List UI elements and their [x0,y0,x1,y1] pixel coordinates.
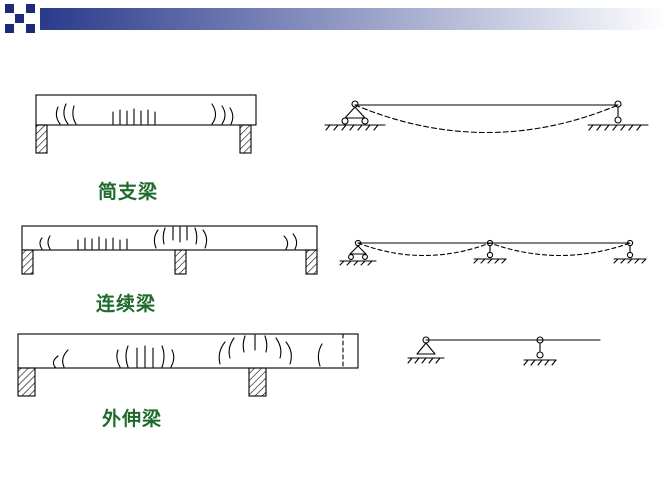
header-gradient-band [40,8,667,30]
continuous-beam-support-middle [174,249,187,275]
continuous-beam-schematic [339,239,647,266]
overhanging-beam-body [17,333,359,369]
continuous-beam-deflection [357,242,631,257]
header-decoration [5,4,667,33]
continuous-beam-support-left [21,249,34,275]
simple-beam-sketch [35,94,257,154]
continuous-beam-roller-right [613,239,647,264]
simple-beam-cracks [55,103,234,125]
overhanging-beam-pin-support [407,336,445,364]
overhanging-beam-support-right [248,367,267,397]
simple-beam-schematic [324,100,649,133]
overhanging-beam-label: 外伸梁 [102,408,163,430]
continuous-beam-cracks [39,226,298,250]
continuous-beam-body [21,225,318,251]
overhanging-beam-roller-support [523,336,557,366]
simple-beam-right-support [239,124,252,154]
continuous-beam-label: 连续梁 [96,293,157,315]
simple-beam-pin-support [324,100,386,131]
simple-beam-deflection [354,104,619,133]
simple-beam-roller-support [587,100,649,131]
header-squares [5,4,35,33]
overhanging-beam-sketch [17,333,359,397]
simple-beam-label: 简支梁 [98,181,159,203]
overhanging-beam-schematic [407,336,601,366]
continuous-beam-pin-support [339,239,377,266]
continuous-beam-roller-middle [473,239,507,264]
overhanging-beam-cracks [52,334,323,369]
simple-beam-body [35,94,257,126]
overhanging-beam-support-left [17,367,36,397]
continuous-beam-support-right [305,249,318,275]
simple-beam-left-support [35,124,48,154]
continuous-beam-sketch [21,225,318,275]
